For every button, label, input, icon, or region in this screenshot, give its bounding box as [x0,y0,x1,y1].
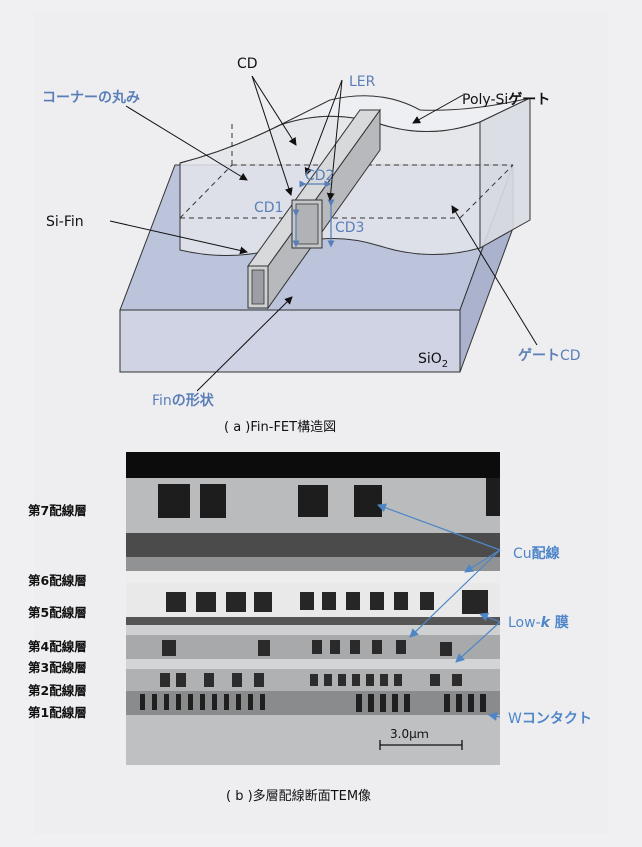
layer-label-3: 第3配線層 [28,660,87,675]
pointer-lines-a [109,75,538,392]
label-w-contact: Wコンタクト [508,711,592,727]
layer-label-5: 第5配線層 [28,605,87,620]
label-gate-cd: ゲートCD [518,347,581,364]
label-cd2: CD2 [305,168,334,184]
label-si-fin: Si-Fin [46,214,84,230]
label-cd: CD [237,56,258,72]
label-cu-wiring: Cu配線 [513,545,560,562]
label-cd1: CD1 [254,200,283,216]
caption-b: ( b )多層配線断面TEM像 [226,789,372,804]
scale-label: 3.0μｍ [390,727,429,741]
label-cd3: CD3 [335,220,364,236]
label-sio2: SiO2 [418,351,448,370]
label-poly-si-gate: Poly-Siゲート [462,91,550,108]
label-low-k-film: Low-k 膜 [508,614,569,631]
figure-b-labels: Cu配線 Low-k 膜 Wコンタクト [508,545,592,727]
layer-label-1: 第1配線層 [28,705,87,720]
label-fin-shape: Finの形状 [152,392,215,409]
caption-a: ( a )Fin-FET構造図 [224,420,337,435]
label-corner: コーナーの丸み [42,89,140,106]
layer-label-6: 第6配線層 [28,573,87,588]
figure-a-labels: CD LER コーナーの丸み Poly-Siゲート Si-Fin CD1 CD2… [42,56,581,409]
pointer-lines-b [377,503,501,721]
tem-image [126,452,500,765]
si-fin [247,108,381,310]
layer-label-2: 第2配線層 [28,683,87,698]
scale-bar [379,740,463,750]
dimension-arrows [292,180,335,248]
layer-label-4: 第4配線層 [28,639,87,654]
label-ler: LER [349,74,376,90]
layer-label-7: 第7配線層 [28,503,87,518]
